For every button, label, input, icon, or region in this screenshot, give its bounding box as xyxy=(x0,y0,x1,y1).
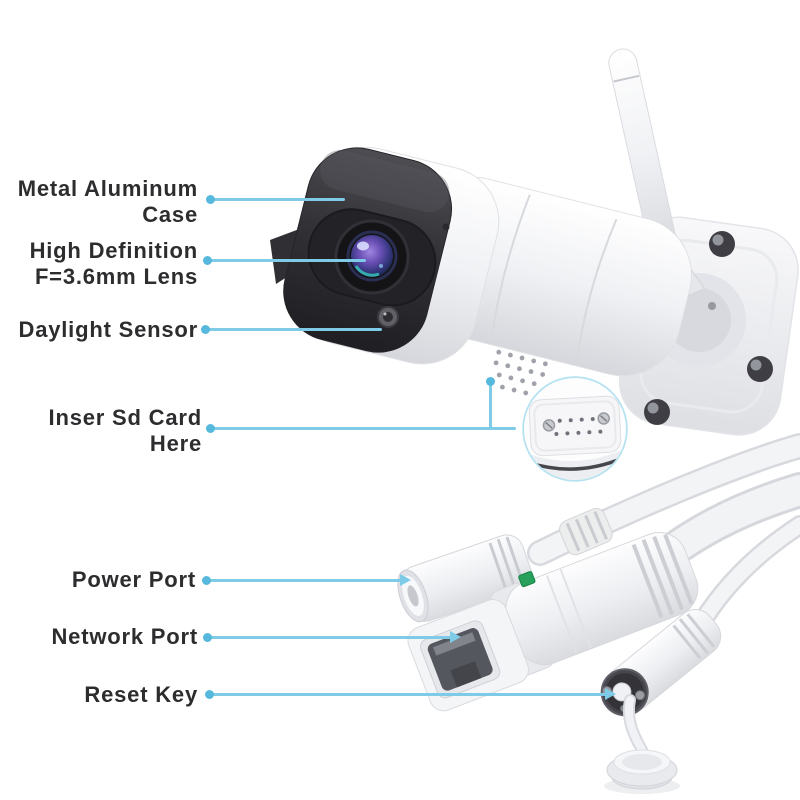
callout-line: Power Port xyxy=(71,567,196,592)
reset-cable xyxy=(692,515,800,632)
leader-line-power xyxy=(208,579,402,582)
power-jack-hole xyxy=(407,585,419,607)
leader-line-network xyxy=(209,636,452,639)
leader-dot-sdcard-top xyxy=(486,377,495,386)
leader-line-sdcard-branch xyxy=(489,382,492,429)
leader-arrow-network xyxy=(450,631,461,643)
leader-line-sensor xyxy=(207,328,382,331)
sd-slot-magnifier xyxy=(522,376,628,482)
sd-slot-panel xyxy=(528,395,622,457)
callout-line: Reset Key xyxy=(84,682,198,707)
callout-label-network-port: Network Port xyxy=(51,624,198,650)
callout-label-daylight-sensor: Daylight Sensor xyxy=(19,317,198,343)
callout-label-sd-card: Inser Sd Card Here xyxy=(49,405,202,457)
leader-line-lens xyxy=(209,259,366,262)
leader-arrow-reset xyxy=(605,688,616,700)
leader-line-reset xyxy=(211,693,607,696)
callout-line: Inser Sd Card xyxy=(48,405,202,430)
callout-line: Here xyxy=(149,431,202,456)
daylight-sensor xyxy=(377,306,399,328)
leader-arrow-power xyxy=(400,574,411,586)
network-connector xyxy=(407,532,699,712)
callout-line: Case xyxy=(142,202,198,227)
callout-label-reset-key: Reset Key xyxy=(84,682,198,708)
leader-dot-power xyxy=(202,576,211,585)
led-indicator xyxy=(518,571,536,588)
callout-line: Metal Aluminum xyxy=(17,176,198,201)
callout-label-power-port: Power Port xyxy=(72,567,196,593)
face-screw xyxy=(442,223,450,231)
leader-dot-lens xyxy=(203,256,212,265)
leader-line-sdcard xyxy=(212,427,516,430)
screw-hole xyxy=(709,231,735,257)
power-cable xyxy=(527,433,800,566)
leader-line-case xyxy=(212,198,345,201)
callout-label-high-definition-lens: High Definition F=3.6mm Lens xyxy=(30,238,198,290)
callout-label-metal-aluminum-case: Metal Aluminum Case xyxy=(18,176,198,228)
reset-cap xyxy=(604,694,680,794)
callout-line: Daylight Sensor xyxy=(18,317,198,342)
speaker-holes xyxy=(493,349,548,396)
callout-line: F=3.6mm Lens xyxy=(34,264,198,289)
screw-hole xyxy=(644,399,670,425)
camera-lens xyxy=(334,219,410,295)
leader-dot-network xyxy=(203,633,212,642)
screw-hole xyxy=(747,356,773,382)
leader-dot-case xyxy=(206,195,215,204)
callout-line: Network Port xyxy=(51,624,198,649)
leader-dot-sensor xyxy=(201,325,210,334)
callout-line: High Definition xyxy=(29,238,198,263)
leader-dot-sdcard xyxy=(206,424,215,433)
leader-dot-reset xyxy=(205,690,214,699)
